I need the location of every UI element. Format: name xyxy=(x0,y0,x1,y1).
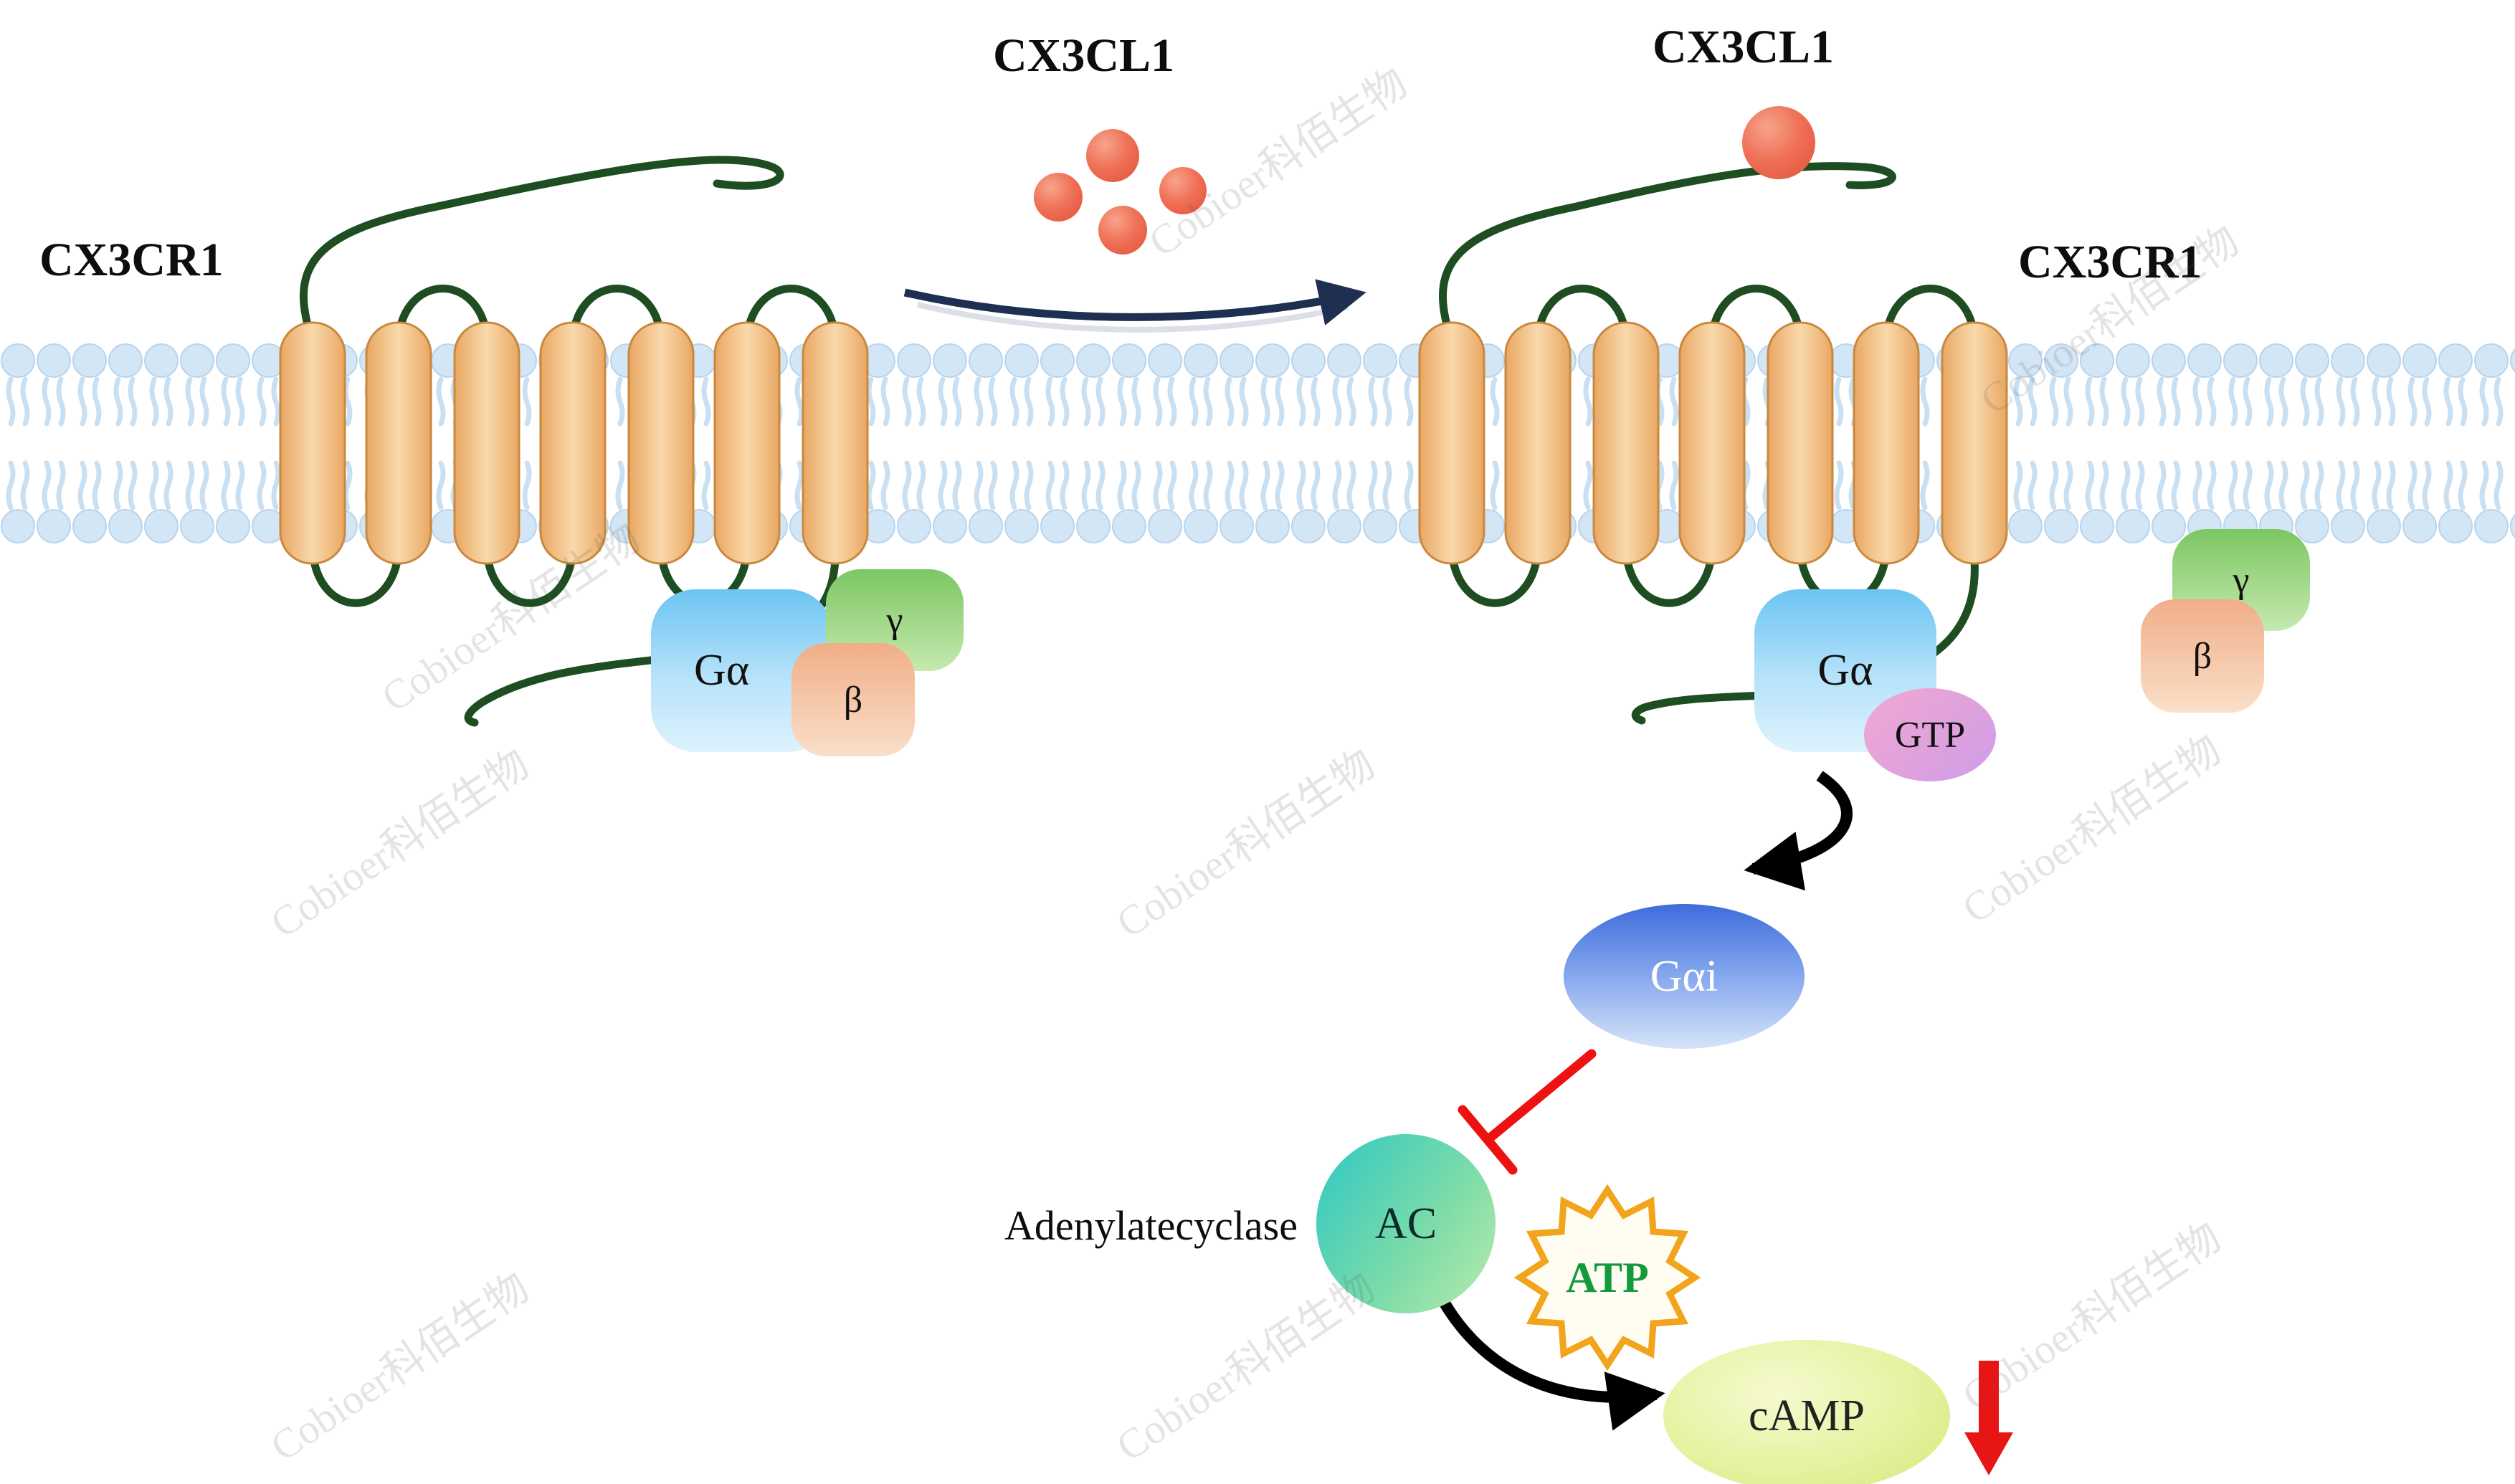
g-alpha-i-protein: Gαi xyxy=(1564,904,1805,1049)
atp-starburst xyxy=(1513,1184,1701,1371)
inhibition-line xyxy=(1458,1049,1597,1175)
tm-helix xyxy=(365,321,432,565)
g-alpha-i-label: Gαi xyxy=(1650,951,1718,1001)
receptor-right-helices xyxy=(1418,321,2008,565)
tm-helix xyxy=(453,321,520,565)
tm-helix xyxy=(802,321,869,565)
cx3cl1-molecule xyxy=(1086,129,1139,182)
cx3cl1-bound-molecule xyxy=(1742,106,1815,179)
activation-arrow xyxy=(903,279,1366,325)
tm-helix xyxy=(279,321,346,565)
cx3cl1-molecule xyxy=(1098,206,1147,255)
tm-helix xyxy=(539,321,607,565)
g-alpha-label: Gα xyxy=(1817,646,1873,695)
tm-helix xyxy=(1592,321,1660,565)
adenylate-cyclase-enzyme: AC xyxy=(1316,1134,1496,1313)
gtp-label: GTP xyxy=(1894,714,1966,756)
camp-molecule: cAMP xyxy=(1663,1340,1950,1484)
gamma-label: γ xyxy=(2233,559,2250,601)
atp-label: ATP xyxy=(1566,1254,1649,1301)
signal-arrow-ac-to-camp xyxy=(1432,1288,1665,1431)
gamma-label: γ xyxy=(886,599,903,641)
cx3cl1-label-cluster: CX3CL1 xyxy=(993,29,1175,82)
camp-label: cAMP xyxy=(1749,1391,1865,1440)
tm-helix xyxy=(713,321,781,565)
beta-label: β xyxy=(2192,635,2212,677)
n-terminus-right xyxy=(1438,162,1896,345)
tm-helix xyxy=(1504,321,1572,565)
decrease-arrow xyxy=(1964,1361,2013,1475)
beta-subunit-dissociated: β xyxy=(2141,599,2264,713)
receptor-left-helices xyxy=(279,321,869,565)
cx3cr1-label-left: CX3CR1 xyxy=(39,234,224,286)
tm-helix xyxy=(1678,321,1746,565)
cx3cl1-label-bound: CX3CL1 xyxy=(1653,21,1835,73)
tm-helix xyxy=(1853,321,1920,565)
tm-helix xyxy=(1767,321,1834,565)
cx3cl1-molecule xyxy=(1159,167,1207,214)
ac-label: AC xyxy=(1374,1199,1437,1248)
n-terminus-left xyxy=(299,156,784,345)
g-alpha-label: Gα xyxy=(694,646,750,695)
adenylate-cyclase-label: Adenylatecyclase xyxy=(1004,1202,1298,1249)
cx3cl1-molecule xyxy=(1034,173,1083,222)
signal-arrow-gtp-to-gai xyxy=(1744,771,1853,891)
tm-helix xyxy=(1418,321,1485,565)
tm-helix xyxy=(1941,321,2008,565)
beta-label: β xyxy=(843,679,863,720)
tm-helix xyxy=(627,321,695,565)
gtp-molecule: GTP xyxy=(1864,688,1996,781)
activation-arrow-shadow xyxy=(917,302,1349,333)
beta-subunit-left: β xyxy=(791,643,915,756)
cx3cr1-label-right: CX3CR1 xyxy=(2018,236,2202,288)
